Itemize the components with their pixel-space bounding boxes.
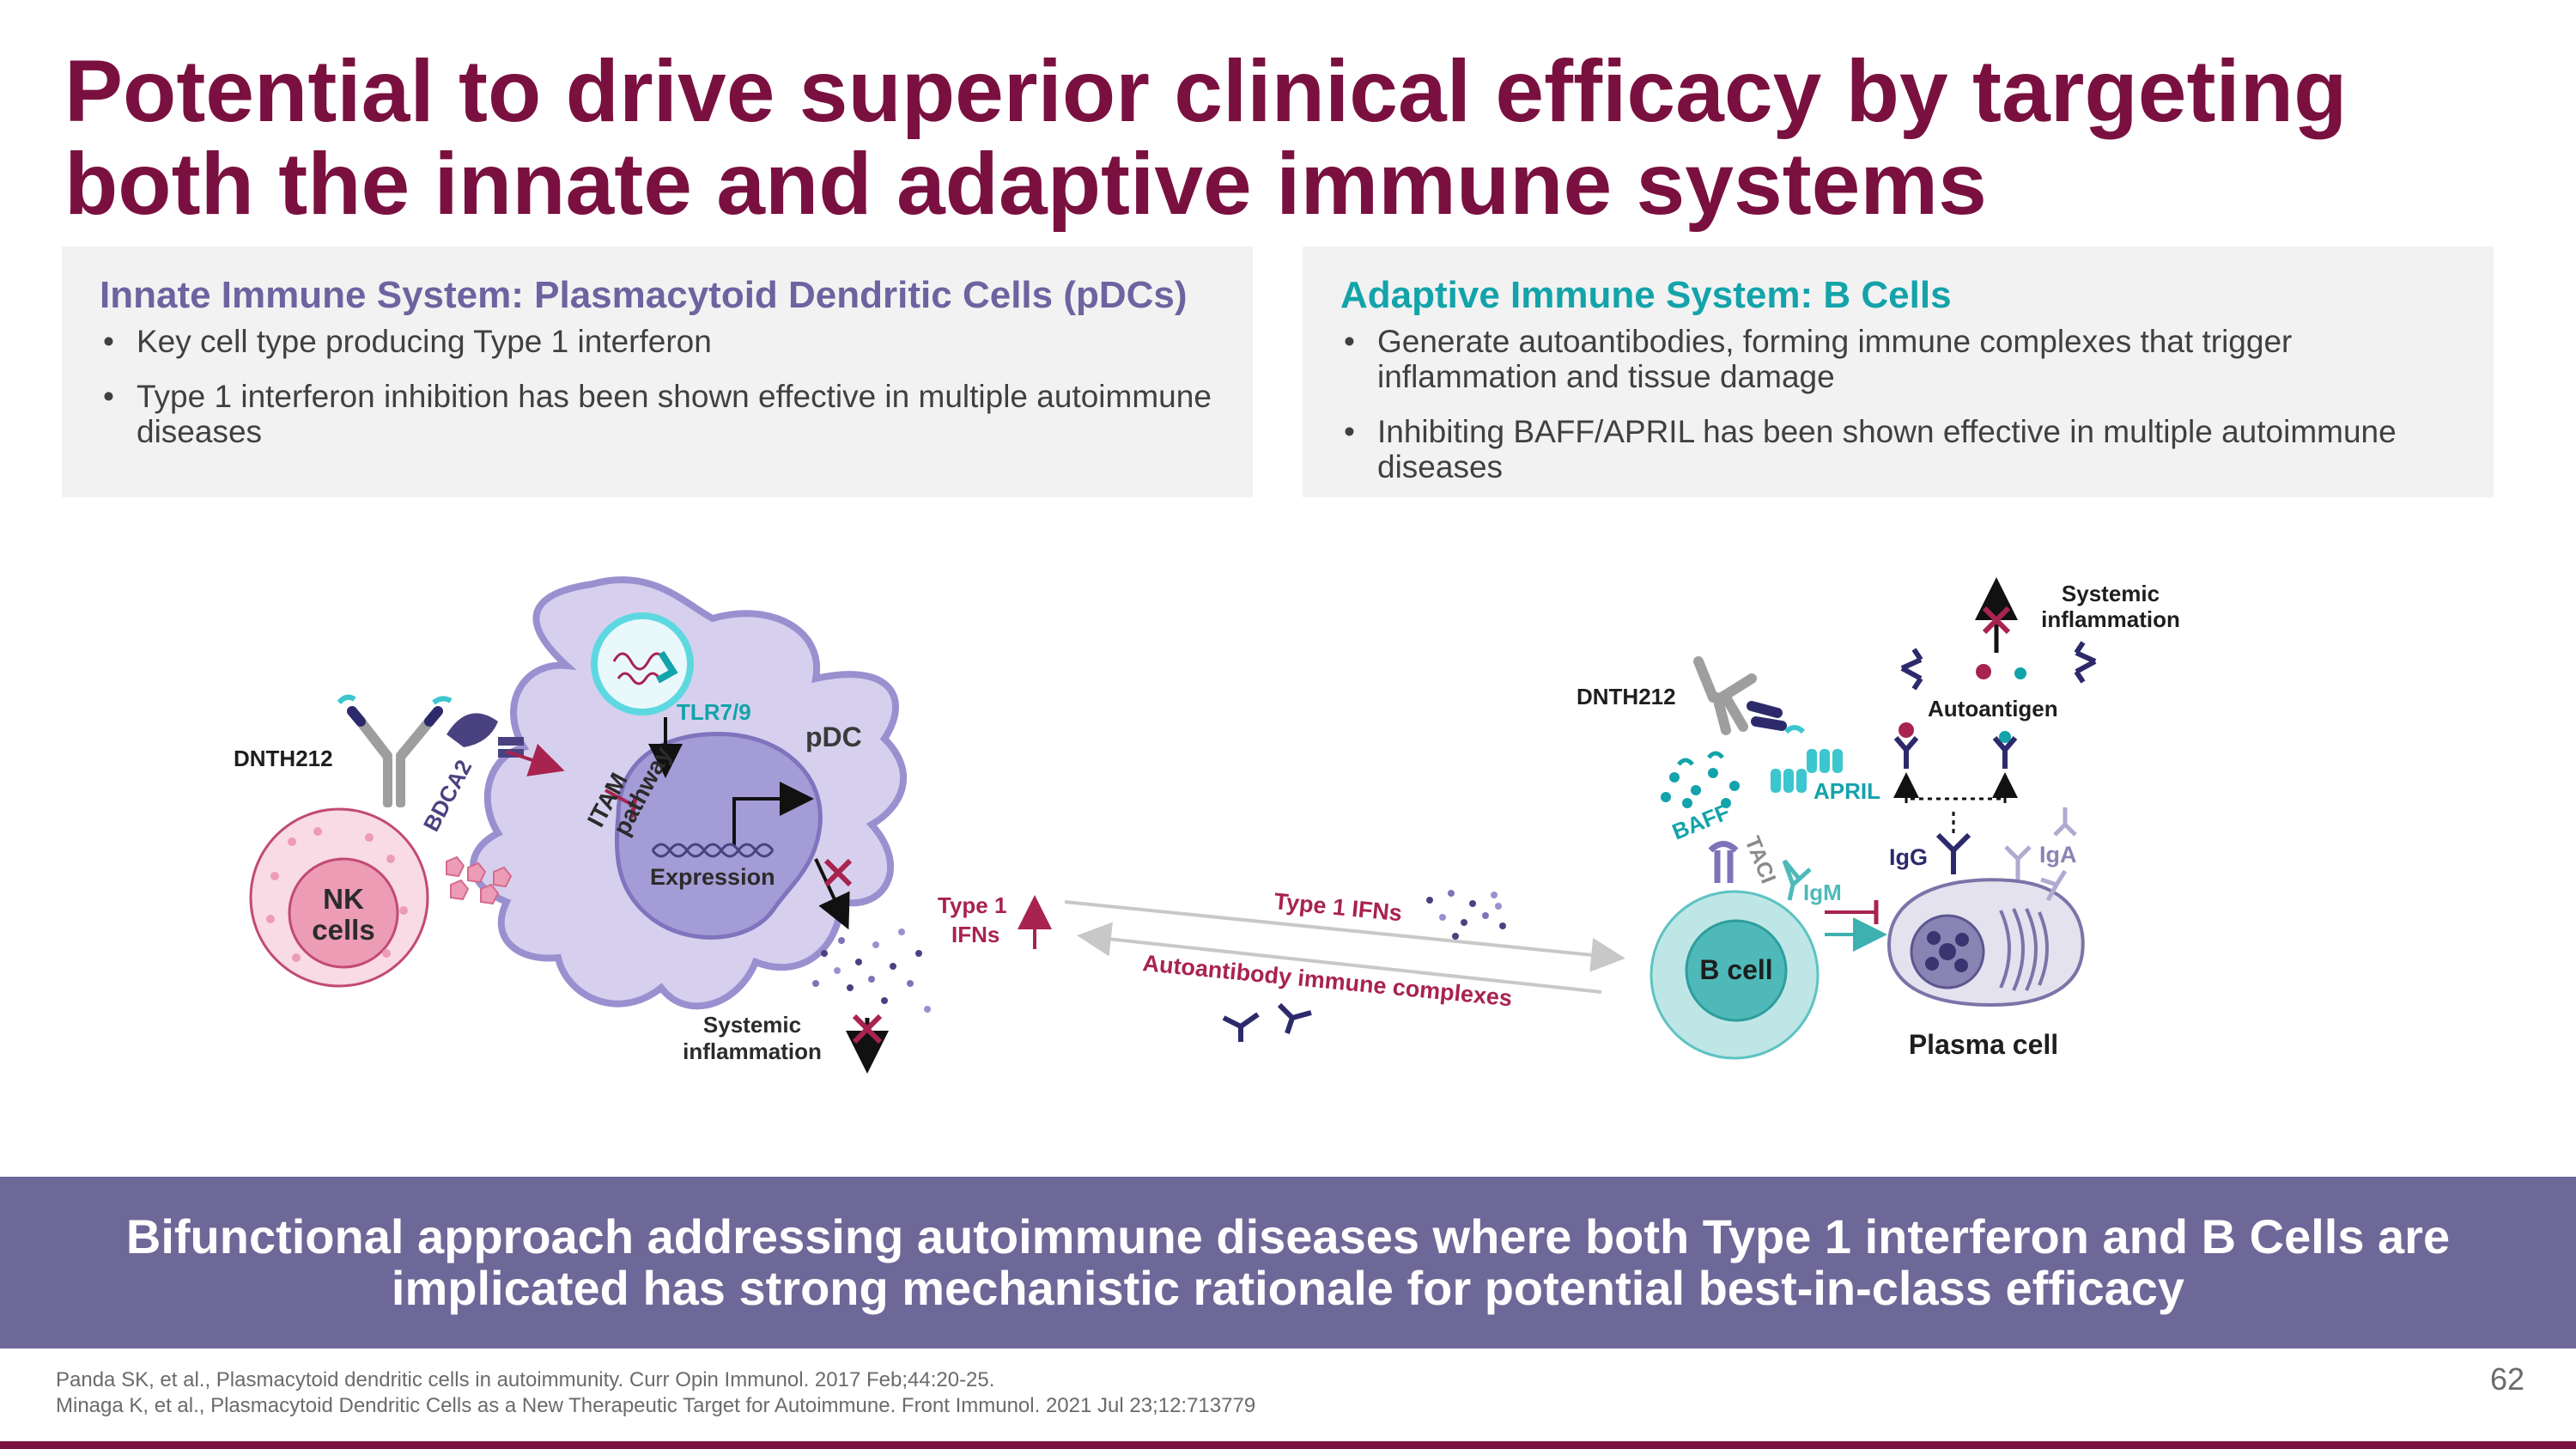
bullet-icon: • (103, 324, 114, 359)
page-title: Potential to drive superior clinical eff… (64, 42, 2348, 233)
nk-label: NK (323, 883, 364, 915)
innate-bullet-text: Key cell type producing Type 1 interfero… (137, 324, 712, 359)
bullet-icon: • (1344, 324, 1355, 359)
systemic-inflammation-right-arrow (1975, 577, 2018, 653)
autoantibody-immune-complexes-label: Autoantibody immune complexes (1141, 950, 1513, 1011)
b-cell (1649, 890, 1820, 1060)
pdc-label: pDC (805, 721, 862, 752)
plasma-cell (1886, 878, 2085, 1008)
systemic-inflammation-left-label: Systemic (703, 1012, 801, 1038)
tlr-label: TLR7/9 (677, 699, 751, 725)
april-label: APRIL (1814, 778, 1880, 804)
autoantigen-antibody-icon (1893, 722, 2018, 769)
baff-particles-icon (1661, 751, 1740, 808)
conclusion-banner: Bifunctional approach addressing autoimm… (0, 1177, 2576, 1349)
endosome (591, 612, 694, 715)
innate-bullet: • Key cell type producing Type 1 interfer… (100, 324, 1215, 359)
block-x-icon (823, 858, 853, 887)
innate-bullet-text: Type 1 interferon inhibition has been sh… (137, 379, 1212, 449)
bdca2-signal-arrow (506, 743, 565, 776)
page-number: 62 (2489, 1361, 2524, 1397)
systemic-inflammation-right-label-2: inflammation (2041, 606, 2180, 632)
immune-complex-flow-arrow (1077, 922, 1602, 994)
type1-ifns-middle-label: Type 1 IFNs (1273, 888, 1403, 926)
innate-panel: Innate Immune System: Plasmacytoid Dendr… (62, 247, 1253, 497)
type1-ifns-left-label-2: IFNs (951, 922, 999, 947)
dnth212-left-label: DNTH212 (234, 746, 333, 771)
type1-ifns-left-label: Type 1 (938, 892, 1006, 918)
itam-inhibition-icon (605, 788, 638, 819)
immune-complex-antibody-icon (1222, 1002, 1312, 1042)
reference-item: Panda SK, et al., Plasmacytoid dendritic… (56, 1368, 995, 1391)
transcription-start-icon (732, 782, 814, 846)
april-trimer-icon (1771, 749, 1843, 793)
nk-cells-label: cells (312, 914, 374, 946)
immune-complex-top-icon (1900, 641, 2097, 691)
innate-heading: Innate Immune System: Plasmacytoid Dendr… (100, 274, 1188, 316)
nk-granules-icon (446, 855, 513, 905)
dna-icon (651, 843, 775, 858)
innate-bullet-list: • Key cell type producing Type 1 interfer… (100, 324, 1215, 449)
plasma-cell-label: Plasma cell (1909, 1029, 2058, 1060)
adaptive-panel: Adaptive Immune System: B Cells • Generat… (1303, 247, 2494, 497)
taci-label: TACI (1740, 833, 1780, 887)
dnth212-right-label: DNTH212 (1577, 684, 1676, 709)
reference-item: Minaga K, et al., Plasmacytoid Dendritic… (56, 1394, 1256, 1417)
igm-label: IgM (1803, 880, 1842, 905)
adaptive-bullet: • Generate autoantibodies, forming immune… (1340, 324, 2456, 394)
ifn-particles-icon (812, 928, 931, 1013)
innate-bullet: • Type 1 interferon inhibition has been s… (100, 379, 1215, 449)
systemic-inflammation-left-arrow (846, 1014, 889, 1074)
bdca2-label: BDCA2 (418, 756, 477, 836)
ifn-particles-middle-icon (1426, 890, 1506, 940)
adaptive-heading: Adaptive Immune System: B Cells (1340, 274, 1952, 316)
dnth212-antibody-icon (337, 694, 453, 807)
autoantigen-label: Autoantigen (1928, 696, 2058, 721)
mechanism-diagram: TLR7/9 pDC Expression ITAM pathway DNTH2… (234, 576, 2180, 1074)
iga-antibody-icon (2004, 807, 2077, 902)
igg-antibody-icon (1935, 832, 1971, 874)
systemic-inflammation-right-label: Systemic (2062, 581, 2160, 606)
bullet-icon: • (1344, 414, 1355, 449)
ifn-release-arrow (814, 858, 850, 930)
bullet-icon: • (103, 379, 114, 414)
ifn-flow-arrow (1064, 900, 1625, 972)
footer-divider (0, 1441, 2576, 1449)
b-cell-label: B cell (1699, 954, 1772, 985)
autoantigen-binding-arrows (1893, 772, 2018, 833)
adaptive-bullet: • Inhibiting BAFF/APRIL has been shown ef… (1340, 414, 2456, 484)
igg-label: IgG (1889, 844, 1928, 870)
pdc-nucleus (614, 731, 823, 940)
adaptive-bullet-list: • Generate autoantibodies, forming immune… (1340, 324, 2456, 484)
taci-receptor-icon (1708, 841, 1739, 883)
adaptive-bullet-text: Generate autoantibodies, forming immune … (1377, 324, 2293, 394)
iga-label: IgA (2039, 842, 2077, 868)
conclusion-text: Bifunctional approach addressing autoimm… (125, 1209, 2451, 1315)
igm-receptor-icon (1782, 859, 1812, 901)
references: Panda SK, et al., Plasmacytoid dendritic… (56, 1367, 1255, 1419)
systemic-inflammation-left-label-2: inflammation (683, 1038, 822, 1064)
dnth212-right-antibody-icon (1693, 656, 1806, 735)
baff-label: BAFF (1668, 799, 1734, 845)
adaptive-bullet-text: Inhibiting BAFF/APRIL has been shown eff… (1377, 414, 2397, 484)
expression-label: Expression (650, 864, 775, 890)
nk-cell (249, 807, 429, 988)
